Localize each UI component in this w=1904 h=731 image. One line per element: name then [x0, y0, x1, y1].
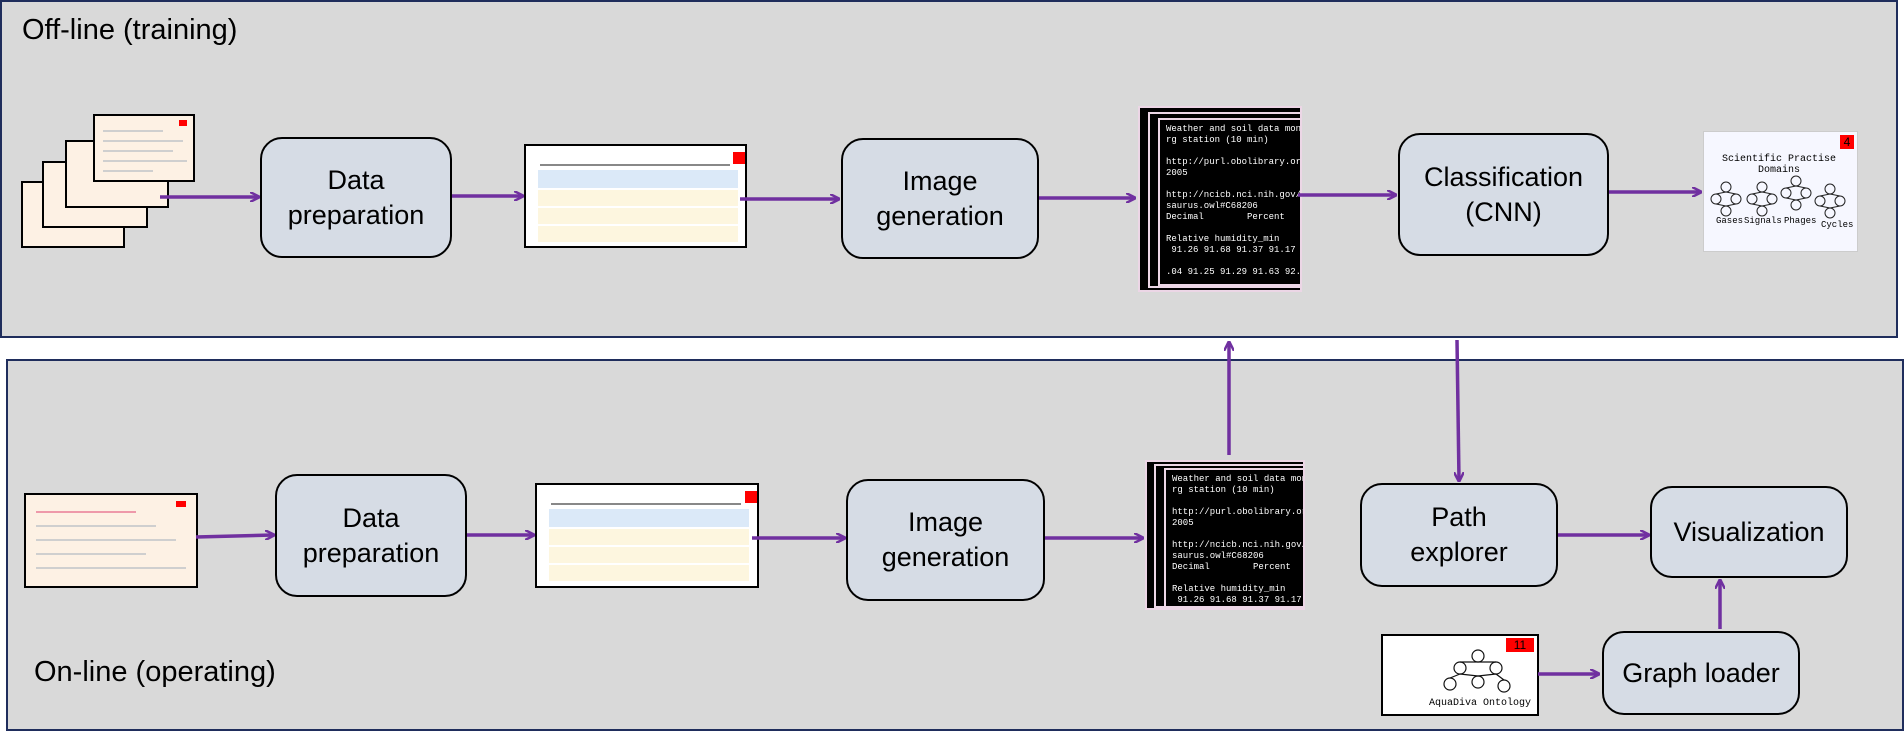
domain-label-phages: Phages	[1784, 216, 1817, 226]
thumbnail-flag	[176, 501, 186, 507]
generated-image-text: Weather and soil data monitoring - Heube…	[1172, 474, 1305, 605]
thumbnail-line	[36, 539, 176, 541]
thumbnail-line	[103, 160, 187, 162]
data-preparation-offline-box: Data preparation	[260, 137, 452, 258]
aquadiva-ontology-image: 11 AquaDiva Ontology	[1381, 634, 1539, 716]
thumbnail-line	[36, 511, 136, 513]
thumbnail-line	[36, 567, 186, 569]
image-generation-offline-box: Image generation	[841, 138, 1039, 259]
table-row	[549, 509, 749, 527]
table-flag	[733, 152, 745, 164]
thumbnail-line	[103, 170, 153, 172]
generated-image-online: Weather and soil data monitoring - Heube…	[1164, 468, 1305, 608]
table-row	[549, 565, 749, 581]
raw-data-thumbnail-online	[24, 493, 198, 588]
raw-data-thumbnail-1	[93, 114, 195, 182]
domains-network-image: 4 Scientific Practise Domains Gases Sign…	[1703, 131, 1858, 252]
domains-badge: 4	[1840, 135, 1854, 149]
thumbnail-line	[103, 140, 183, 142]
arrow-raw-to-prep-online	[195, 535, 273, 537]
generated-image-offline: Weather and soil data monitoring - Heube…	[1158, 118, 1302, 286]
domain-label-signals: Signals	[1744, 216, 1782, 226]
thumbnail-line	[36, 553, 146, 555]
table-thumbnail-online	[535, 483, 759, 588]
ontology-graph-icon	[1443, 649, 1511, 693]
table-thumbnail-offline	[524, 144, 747, 248]
network-icon-signals	[1746, 181, 1778, 217]
table-row	[538, 190, 738, 206]
table-header-line	[540, 164, 730, 166]
table-row	[538, 208, 738, 224]
graph-loader-box: Graph loader	[1602, 631, 1800, 715]
classification-box: Classification (CNN)	[1398, 133, 1609, 256]
network-icon-gases	[1710, 181, 1742, 217]
path-explorer-box: Path explorer	[1360, 483, 1558, 587]
thumbnail-line	[103, 150, 173, 152]
network-icon-phages	[1780, 175, 1812, 211]
table-row	[549, 547, 749, 563]
table-row	[549, 529, 749, 545]
image-generation-online-box: Image generation	[846, 479, 1045, 601]
thumbnail-line	[36, 525, 156, 527]
domain-label-cycles: Cycles	[1821, 220, 1854, 230]
table-row	[538, 170, 738, 188]
online-panel-title: On-line (operating)	[34, 656, 276, 688]
offline-panel-title: Off-line (training)	[22, 14, 238, 46]
ontology-caption: AquaDiva Ontology	[1429, 698, 1532, 709]
domains-title: Scientific Practise Domains	[1721, 154, 1837, 176]
table-header-line	[551, 503, 741, 505]
ontology-badge: 11	[1506, 638, 1534, 652]
arrow-classification-to-path-explorer	[1457, 339, 1459, 480]
domain-label-gases: Gases	[1716, 216, 1744, 226]
thumbnail-line	[103, 130, 163, 132]
thumbnail-flag	[179, 120, 187, 126]
generated-image-text: Weather and soil data monitoring - Heube…	[1166, 124, 1302, 277]
network-icon-cycles	[1814, 183, 1846, 219]
table-flag	[745, 491, 757, 503]
table-row	[538, 226, 738, 242]
visualization-box: Visualization	[1650, 486, 1848, 578]
data-preparation-online-box: Data preparation	[275, 474, 467, 597]
network-graph-icons	[1710, 175, 1846, 219]
